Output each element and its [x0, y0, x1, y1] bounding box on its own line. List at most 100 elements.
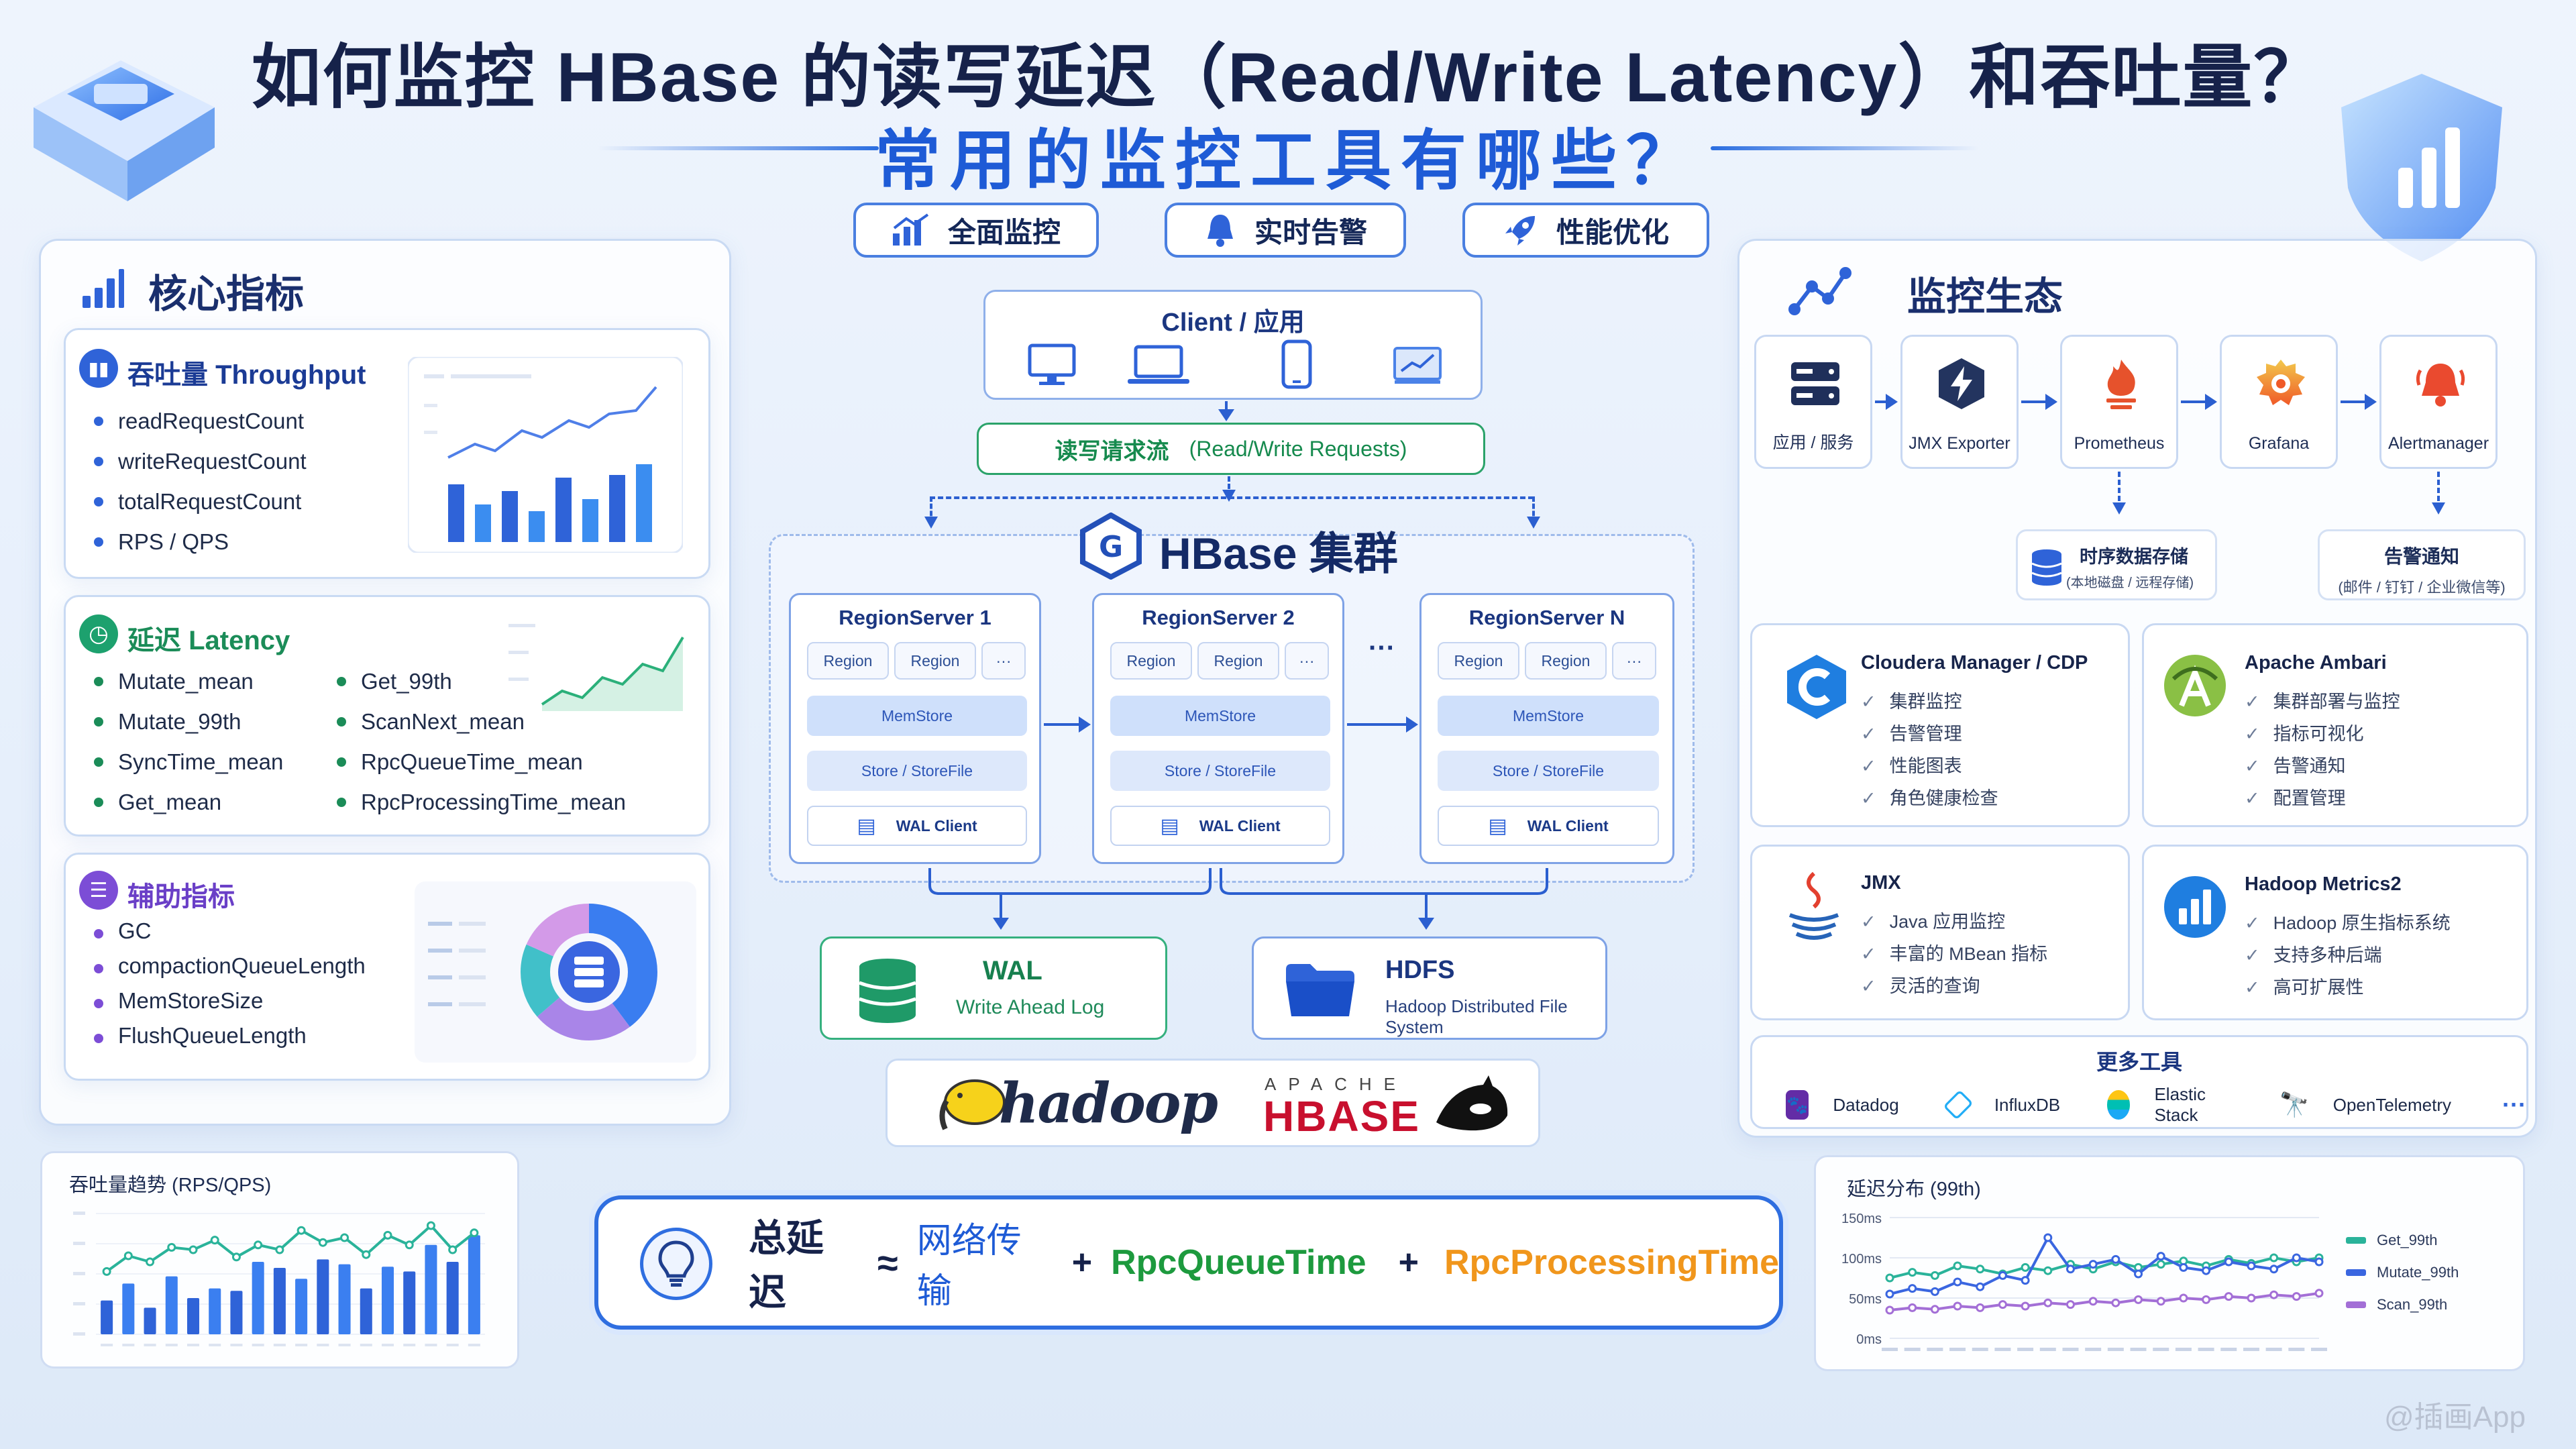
list-item: 告警通知: [2245, 750, 2400, 782]
x-tick-mark: [2220, 1348, 2237, 1351]
x-tick-mark: [2107, 1348, 2124, 1351]
data-point: [2021, 1263, 2030, 1272]
data-point: [2043, 1298, 2053, 1307]
data-point: [405, 1240, 414, 1250]
bar: [338, 1264, 351, 1334]
latency-card: ◷ 延迟 Latency Mutate_mean Mutate_99th Syn…: [64, 595, 710, 837]
region-more-chip: ···: [1285, 642, 1329, 680]
pill-label: 全面监控: [947, 216, 1061, 248]
x-tick-mark: [2198, 1348, 2214, 1351]
pipeline-alertmanager[interactable]: Alertmanager: [2379, 335, 2498, 469]
wal-client-bar: ▤ WAL Client: [1438, 806, 1659, 846]
data-point: [448, 1245, 458, 1254]
legend-swatch: [2346, 1237, 2366, 1244]
pill-realtime-alert[interactable]: 实时告警: [1165, 203, 1406, 258]
data-point: [1953, 1301, 1962, 1311]
tool-card-jmx[interactable]: JMX Java 应用监控 丰富的 MBean 指标 灵活的查询: [1750, 845, 2130, 1020]
x-tick-mark: [144, 1344, 156, 1346]
tool-features: 集群监控 告警管理 性能图表 角色健康检查: [1861, 686, 1998, 814]
tool-item-datadog[interactable]: Datadog: [1833, 1094, 1899, 1115]
data-point: [2065, 1300, 2075, 1309]
more-tools-ellipsis[interactable]: ···: [2502, 1091, 2526, 1118]
x-tick-mark: [252, 1344, 264, 1346]
data-point: [2179, 1263, 2188, 1272]
wal-client-label: WAL Client: [896, 816, 977, 835]
formula-term-network: 网络传输: [916, 1222, 1022, 1311]
pipeline-jmx-exporter[interactable]: JMX Exporter: [1900, 335, 2019, 469]
network-graph-icon: [1788, 267, 1851, 315]
hadoop-elephant-icon: [939, 1079, 1006, 1130]
data-point: [123, 1251, 133, 1260]
pipeline-grafana[interactable]: Grafana: [2220, 335, 2338, 469]
data-point: [383, 1230, 392, 1240]
store-bar: Store / StoreFile: [807, 751, 1027, 791]
folder-icon: [1286, 964, 1354, 1016]
data-point: [2202, 1295, 2211, 1304]
rocket-icon: [1505, 216, 1535, 246]
flow-arrow-left: [924, 496, 938, 529]
data-point: [1976, 1265, 1985, 1274]
hadoop-logo-text: hadoop: [999, 1071, 1218, 1136]
pipeline-app-service[interactable]: 应用 / 服务: [1754, 335, 1872, 469]
core-metrics-panel: 核心指标 ▮▮ 吞吐量 Throughput readRequestCount …: [39, 239, 731, 1126]
list-item: 指标可视化: [2245, 718, 2400, 750]
formula-term-rpcqueue: RpcQueueTime: [1111, 1243, 1366, 1282]
list-item: 配置管理: [2245, 782, 2400, 814]
tool-name: Cloudera Manager / CDP: [1861, 652, 2088, 674]
pipeline-prometheus[interactable]: Prometheus: [2060, 335, 2178, 469]
x-tick-mark: [403, 1344, 416, 1346]
auxiliary-title: 辅助指标: [127, 882, 235, 912]
tsdb-sub: (本地磁盘 / 远程存储): [2066, 576, 2194, 590]
x-tick-mark: [446, 1344, 459, 1346]
watermark: @插画App: [2384, 1401, 2526, 1434]
x-tick-mark: [273, 1344, 286, 1346]
document-icon: ▤: [1160, 814, 1179, 837]
x-tick-mark: [165, 1344, 178, 1346]
datadog-icon: 🐾: [1786, 1090, 1809, 1120]
x-tick-mark: [1949, 1348, 1966, 1351]
list-item: FlushQueueLength: [91, 1018, 366, 1053]
data-point: [362, 1250, 371, 1259]
pill-full-monitoring[interactable]: 全面监控: [853, 203, 1099, 258]
data-point: [1908, 1284, 1917, 1293]
wal-box: WAL Write Ahead Log: [820, 936, 1167, 1040]
hdfs-subtitle: Hadoop Distributed File System: [1385, 996, 1568, 1037]
y-tick-mark: [73, 1272, 85, 1275]
tool-name: Apache Ambari: [2245, 652, 2387, 674]
tool-card-hadoop-metrics2[interactable]: Hadoop Metrics2 Hadoop 原生指标系统 支持多种后端 高可扩…: [2142, 845, 2528, 1020]
x-tick-mark: [425, 1344, 437, 1346]
wal-client-bar: ▤ WAL Client: [1110, 806, 1330, 846]
bar: [101, 1300, 113, 1334]
tool-card-cloudera[interactable]: Cloudera Manager / CDP 集群监控 告警管理 性能图表 角色…: [1750, 623, 2130, 827]
data-point: [146, 1257, 155, 1267]
tool-item-influxdb[interactable]: InfluxDB: [1994, 1094, 2061, 1115]
data-point: [340, 1233, 350, 1242]
data-point: [1976, 1282, 1985, 1291]
memstore-bar: MemStore: [1110, 696, 1330, 736]
server-illustration-icon: [34, 60, 215, 201]
alarm-bell-icon: [2416, 364, 2465, 407]
x-tick-mark: [209, 1344, 221, 1346]
pipeline-label: JMX Exporter: [1909, 434, 2010, 453]
tool-item-opentelemetry[interactable]: OpenTelemetry: [2332, 1094, 2452, 1115]
throughput-trend-title: 吞吐量趋势 (RPS/QPS): [69, 1175, 272, 1196]
bar: [381, 1267, 394, 1334]
client-label: Client / 应用: [1161, 309, 1305, 337]
list-item: readRequestCount: [91, 401, 307, 441]
bar-chart-icon: [892, 213, 929, 246]
data-point: [210, 1236, 219, 1245]
tool-item-elastic-stack[interactable]: Elastic Stack: [2154, 1084, 2206, 1125]
x-tick-mark: [1904, 1348, 1921, 1351]
data-point: [426, 1221, 435, 1230]
data-point: [1998, 1300, 2007, 1309]
data-point: [1885, 1289, 1894, 1299]
data-point: [1953, 1261, 1962, 1271]
data-point: [275, 1245, 284, 1254]
data-point: [2043, 1266, 2053, 1275]
regionserver-ellipsis: ···: [1368, 633, 1395, 663]
pill-performance[interactable]: 性能优化: [1462, 203, 1709, 258]
tool-name: JMX: [1861, 872, 1901, 894]
latency-list-right: Get_99th ScanNext_mean RpcQueueTime_mean…: [334, 661, 626, 822]
tool-card-ambari[interactable]: Apache Ambari 集群部署与监控 指标可视化 告警通知 配置管理: [2142, 623, 2528, 827]
list-item: RpcProcessingTime_mean: [334, 782, 626, 822]
